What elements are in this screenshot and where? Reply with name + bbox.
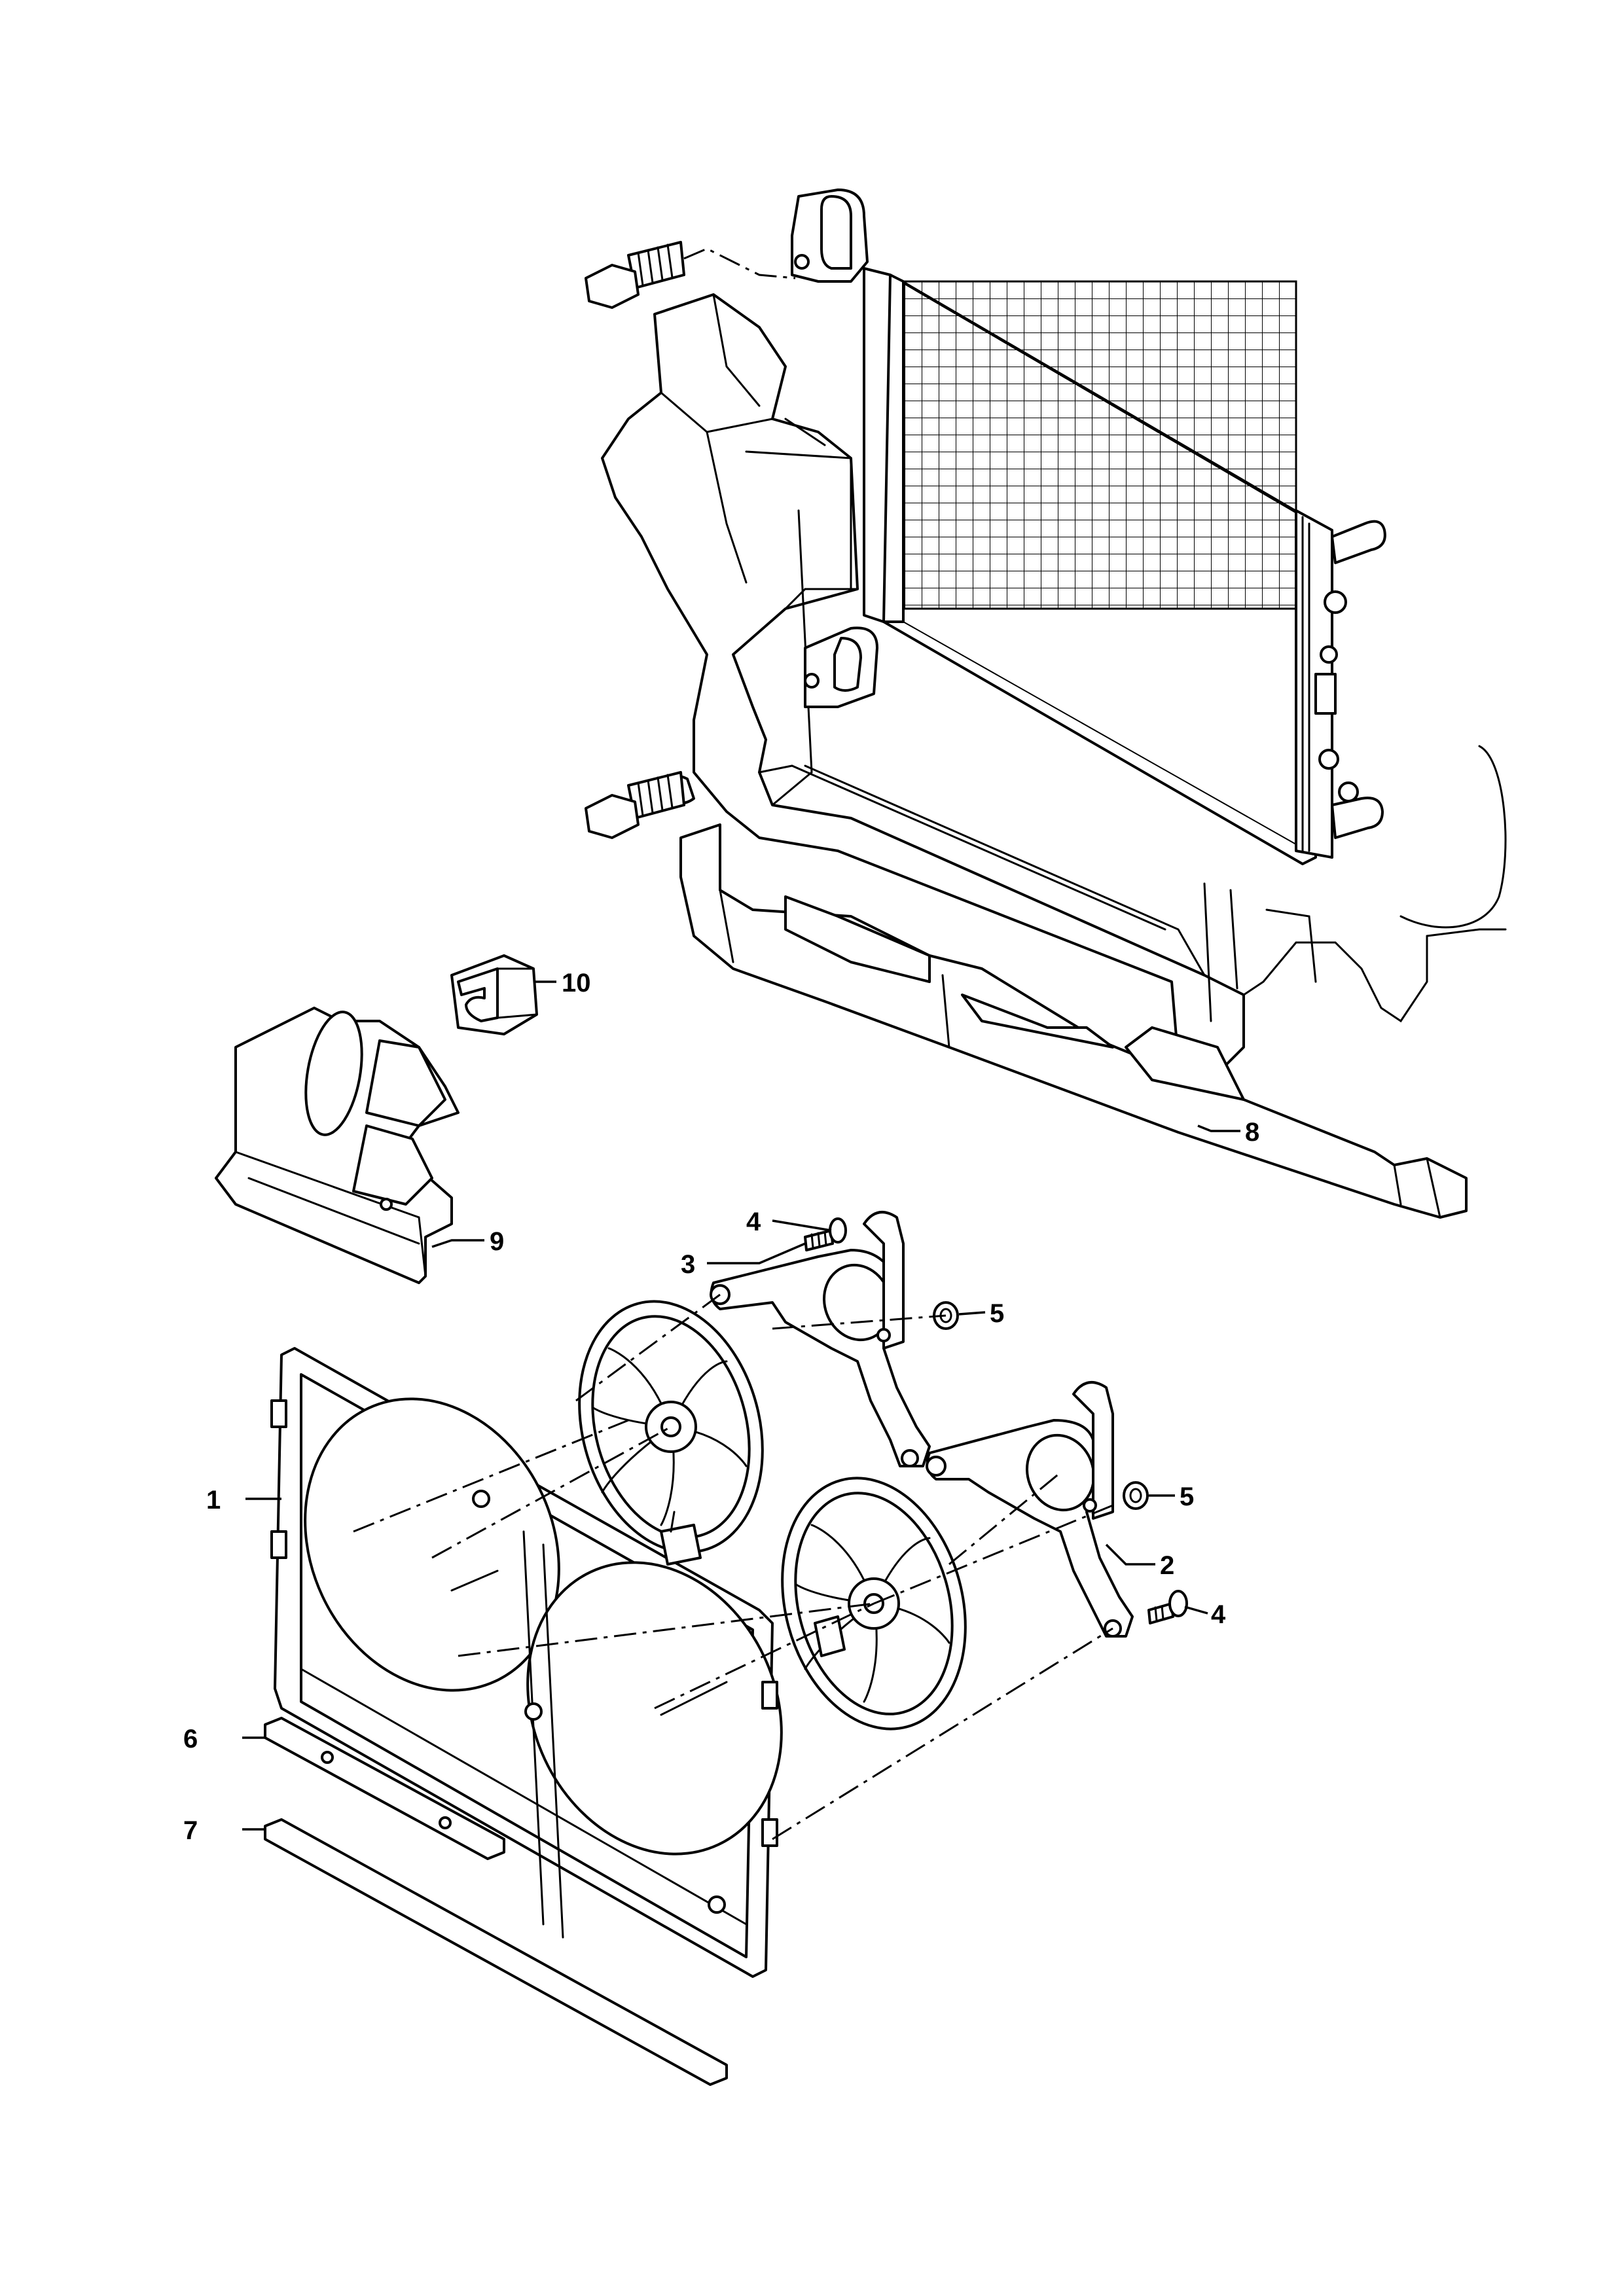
part-3-upper-fan-bracket [710,1211,931,1467]
callout-7: 7 [183,1816,198,1845]
lower-bolt [585,771,685,839]
part-4-screw-upper [804,1217,847,1251]
callout-6: 6 [183,1725,198,1753]
radiator [863,267,1386,865]
callout-labels: 1 2 3 4 4 5 5 6 7 8 9 10 [183,969,1259,1845]
part-8-air-deflector [679,823,1468,1219]
callout-4-lower: 4 [1211,1600,1226,1629]
upper-bolt [585,241,796,309]
callout-4-upper: 4 [746,1208,761,1236]
part-4-screw-lower [1147,1590,1188,1624]
callout-10: 10 [562,969,591,997]
assembly-lines [353,1293,1113,1840]
callout-5-lower: 5 [1180,1482,1194,1511]
callout-2: 2 [1160,1551,1174,1580]
callout-8: 8 [1245,1118,1259,1147]
callout-leaders [242,980,1240,1831]
part-7-seal-strip [264,1818,728,2086]
upper-radiator-bracket [791,188,869,283]
callout-5-upper: 5 [990,1299,1004,1328]
callout-1: 1 [206,1486,221,1515]
lower-radiator-bracket [804,626,878,708]
part-9-side-deflector [215,1007,460,1284]
callout-9: 9 [490,1227,504,1256]
part-5-nut-lower [1123,1481,1149,1510]
part-2-lower-fan-bracket [926,1381,1134,1638]
part-10-clip [450,954,538,1035]
callout-3: 3 [681,1250,695,1279]
